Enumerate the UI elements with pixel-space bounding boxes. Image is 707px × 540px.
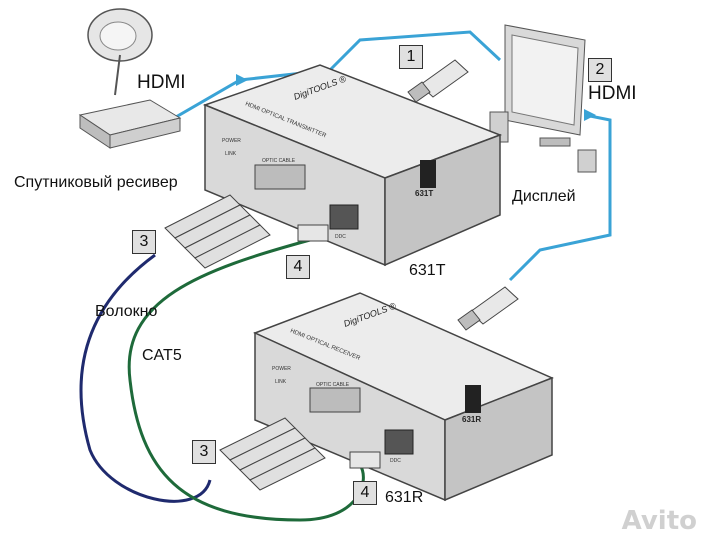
cat5-line [127, 238, 365, 522]
rx-optic: OPTIC CABLE [316, 382, 350, 388]
cat5-module-rx [349, 451, 381, 469]
rx-code: 631R [462, 415, 481, 424]
label-display: Дисплей [512, 188, 576, 205]
rx-power: POWER [272, 366, 291, 372]
rx-ddc: DDC [390, 458, 401, 464]
hdmi-line-source [149, 30, 502, 134]
hdmi-plug-icon [407, 59, 469, 103]
tx-link: LINK [225, 151, 237, 157]
label-satellite-receiver: Спутниковый ресивер [14, 174, 178, 191]
step-badge-2: 2 [588, 58, 612, 82]
step-badge-3-top: 3 [132, 230, 156, 254]
receiver-device [253, 292, 554, 502]
step-badge-4-bottom: 4 [353, 481, 377, 505]
label-fiber: Волокно [95, 303, 158, 320]
label-hdmi-display: HDMI [588, 83, 637, 104]
hdmi-line-display [508, 113, 612, 282]
step-badge-3-bottom: 3 [192, 440, 216, 464]
step-badge-4-top: 4 [286, 255, 310, 279]
label-cat5: CAT5 [142, 347, 182, 364]
fiber-line [79, 253, 212, 503]
satellite-receiver-icon [78, 99, 182, 149]
step-badge-1: 1 [399, 45, 423, 69]
fiber-connectors-rx [219, 417, 326, 491]
cat5-module-tx [297, 224, 329, 242]
satellite-dish-icon [87, 8, 153, 96]
label-model-631r: 631R [385, 489, 424, 506]
hdmi-plug-icon [457, 286, 519, 331]
display-monitor-icon [489, 24, 597, 173]
tx-code: 631T [415, 189, 433, 198]
label-model-631t: 631T [409, 262, 446, 279]
tx-ddc: DDC [335, 234, 346, 240]
watermark: Avito [621, 506, 697, 536]
tx-power: POWER [222, 138, 241, 144]
fiber-connectors-tx [164, 194, 271, 269]
tx-optic: OPTIC CABLE [262, 158, 296, 164]
rx-link: LINK [275, 379, 287, 385]
transmitter-device [202, 64, 503, 267]
label-hdmi-source: HDMI [137, 72, 186, 93]
